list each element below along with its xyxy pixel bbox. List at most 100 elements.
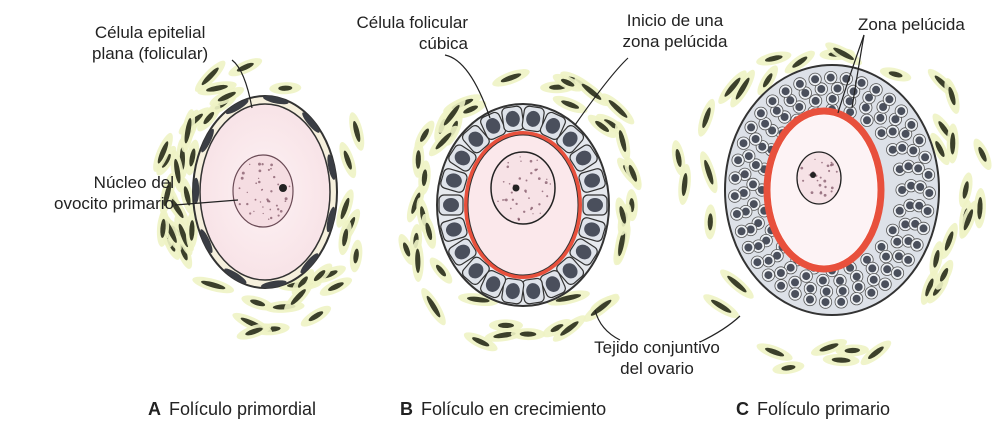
granulosa-nucleus <box>750 200 758 208</box>
granulosa-nucleus <box>885 95 893 103</box>
granulosa-nucleus <box>827 74 835 82</box>
chromatin-speck <box>523 211 525 213</box>
chromatin-speck <box>519 177 522 180</box>
label-connective-tissue: Tejido conjuntivo del ovario <box>582 337 732 379</box>
granulosa-nucleus <box>744 244 752 252</box>
chromatin-speck <box>828 170 830 172</box>
chromatin-speck <box>520 156 521 157</box>
chromatin-speck <box>538 203 540 205</box>
chromatin-speck <box>531 207 534 210</box>
chromatin-speck <box>530 172 532 174</box>
label-zona-pellucida-start: Inicio de una zona pelúcida <box>600 10 750 52</box>
chromatin-speck <box>546 195 548 197</box>
granulosa-nucleus <box>837 298 845 306</box>
chromatin-speck <box>820 177 822 179</box>
chromatin-speck <box>836 171 838 173</box>
granulosa-nucleus <box>839 287 847 295</box>
granulosa-nucleus <box>863 116 871 124</box>
chromatin-speck <box>510 208 512 210</box>
stroma-cell <box>490 65 531 90</box>
granulosa-nucleus <box>777 269 785 277</box>
chromatin-speck <box>827 164 830 167</box>
granulosa-nucleus <box>777 282 785 290</box>
granulosa-nucleus <box>734 156 742 164</box>
stroma-cell <box>346 111 367 152</box>
caption-c-letter: C <box>736 399 749 419</box>
granulosa-nucleus <box>889 226 897 234</box>
chromatin-speck <box>262 206 264 208</box>
granulosa-nucleus <box>878 129 886 137</box>
caption-b-text: Folículo en crecimiento <box>421 399 606 419</box>
cuboidal-cell <box>583 195 607 215</box>
granulosa-nucleus <box>769 97 777 105</box>
chromatin-speck <box>811 191 814 194</box>
granulosa-nucleus <box>855 283 863 291</box>
chromatin-speck <box>831 163 834 166</box>
chromatin-speck <box>505 198 508 201</box>
chromatin-speck <box>263 213 264 214</box>
granulosa-nucleus <box>811 75 819 83</box>
granulosa-nucleus <box>817 85 825 93</box>
caption-a-text: Folículo primordial <box>169 399 316 419</box>
chromatin-speck <box>270 164 273 167</box>
chromatin-speck <box>530 160 533 163</box>
granulosa-nucleus <box>862 104 870 112</box>
granulosa-nucleus <box>889 128 897 136</box>
label-oocyte-nucleus: Núcleo del ovocito primario <box>32 172 174 214</box>
cuboidal-cell <box>501 106 524 133</box>
granulosa-nucleus <box>920 224 928 232</box>
chromatin-speck <box>285 200 287 202</box>
chromatin-speck <box>534 169 537 172</box>
follicle-a-primordial <box>193 94 338 289</box>
caption-b-letter: B <box>400 399 413 419</box>
granulosa-nucleus <box>822 298 830 306</box>
granulosa-nucleus <box>801 89 809 97</box>
chromatin-speck <box>546 179 547 180</box>
follicle-a-nucleolus <box>279 184 287 192</box>
granulosa-nucleus <box>757 109 765 117</box>
chromatin-speck <box>503 181 505 183</box>
stroma-cell <box>269 82 301 95</box>
stroma-cell <box>417 285 450 328</box>
follicle-b-nucleolus <box>513 185 520 192</box>
granulosa-nucleus <box>914 164 922 172</box>
chromatin-speck <box>538 177 541 180</box>
granulosa-nucleus <box>881 280 889 288</box>
chromatin-speck <box>536 160 538 162</box>
granulosa-nucleus <box>904 256 912 264</box>
chromatin-speck <box>821 162 823 164</box>
chromatin-speck <box>518 219 520 221</box>
granulosa-nucleus <box>870 276 878 284</box>
cuboidal-cell <box>522 278 545 305</box>
label-cuboidal-follicular-cell: Célula folicular cúbica <box>320 12 468 54</box>
granulosa-nucleus <box>904 162 912 170</box>
granulosa-nucleus <box>731 192 739 200</box>
granulosa-nucleus <box>836 277 844 285</box>
stroma-cell <box>411 239 424 282</box>
label-flat-epithelial-cell: Célula epitelial plana (folicular) <box>92 22 208 64</box>
granulosa-nucleus <box>868 264 876 272</box>
granulosa-nucleus <box>896 207 904 215</box>
granulosa-nucleus <box>819 277 827 285</box>
granulosa-nucleus <box>834 85 842 93</box>
follicle-c-nucleus <box>797 152 841 204</box>
granulosa-nucleus <box>858 79 866 87</box>
granulosa-nucleus <box>913 241 921 249</box>
granulosa-nucleus <box>867 289 875 297</box>
granulosa-nucleus <box>765 257 773 265</box>
granulosa-nucleus <box>764 271 772 279</box>
granulosa-nucleus <box>812 97 820 105</box>
chromatin-speck <box>802 180 804 182</box>
granulosa-nucleus <box>749 180 757 188</box>
granulosa-nucleus <box>747 123 755 131</box>
chromatin-speck <box>285 197 288 200</box>
chromatin-speck <box>511 192 513 194</box>
granulosa-nucleus <box>731 174 739 182</box>
granulosa-nucleus <box>806 285 814 293</box>
chromatin-speck <box>259 170 262 173</box>
chromatin-speck <box>289 186 291 188</box>
granulosa-nucleus <box>921 153 929 161</box>
chromatin-speck <box>819 184 822 187</box>
chromatin-speck <box>515 203 517 205</box>
